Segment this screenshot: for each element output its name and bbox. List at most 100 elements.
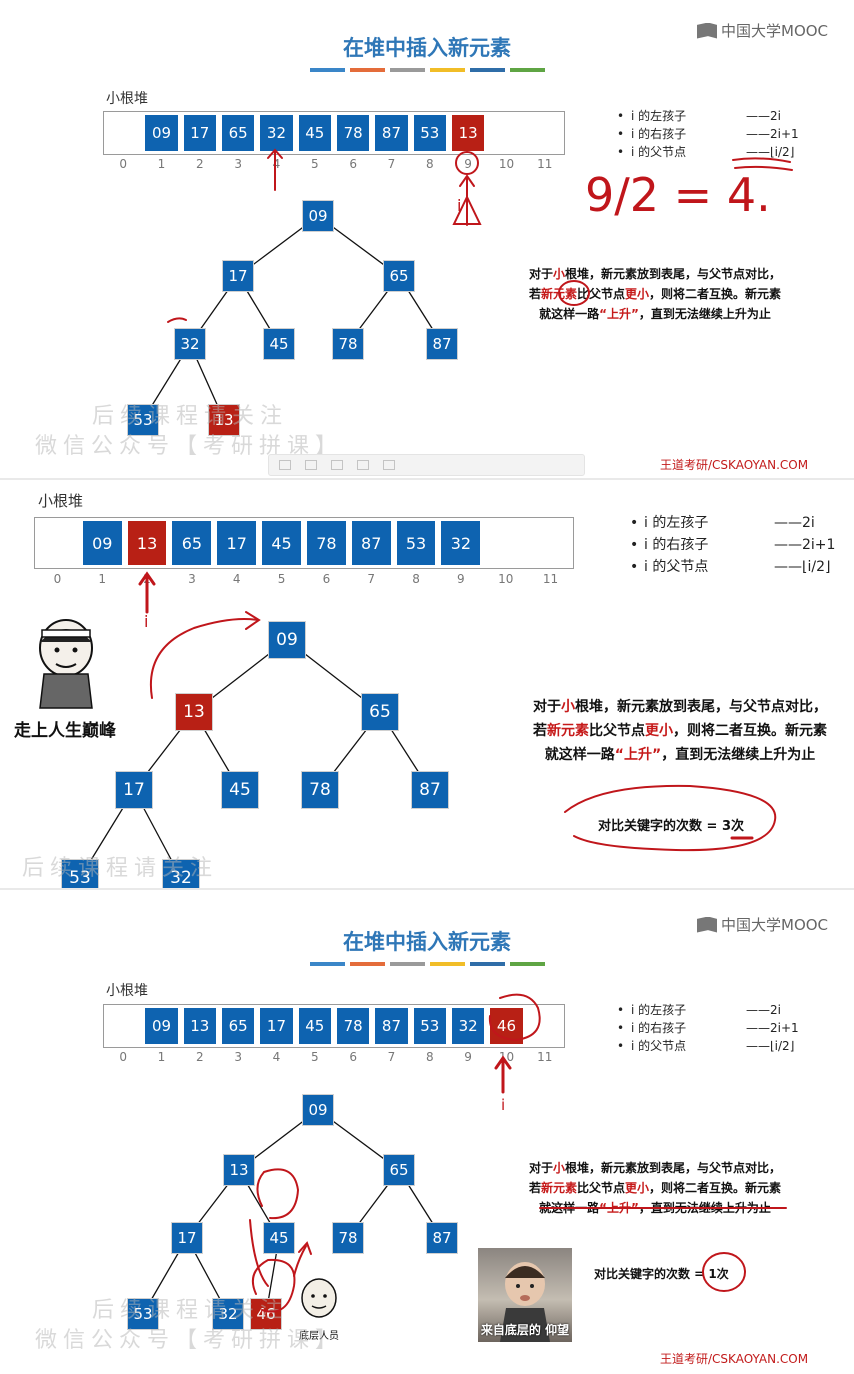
array-cell: 13 (451, 115, 485, 151)
rule-item: i 的左孩子——2i (617, 107, 799, 125)
explanation-fragment: 根堆，新元素放到表尾，与父节点对比， (565, 1161, 782, 1175)
tree-node: 45 (263, 1222, 295, 1254)
explanation-line: 就这样一路“上升”，直到无法继续上升为止 (510, 743, 850, 767)
explanation-fragment: 若 (533, 723, 547, 739)
array-index: 2 (195, 1050, 204, 1064)
rule-item: i 的父节点——⌊i/2⌋ (617, 143, 799, 161)
rule-label: i 的父节点 (644, 559, 709, 575)
explanation-line: 对于小根堆，新元素放到表尾，与父节点对比， (510, 695, 850, 719)
watermark-line-1: 后续课程请关注 (92, 1298, 289, 1323)
color-bar-segment (430, 962, 465, 966)
explanation-line: 就这样一路“上升”，直到无法继续上升为止 (505, 304, 805, 324)
highlighted-term: “上升” (599, 307, 639, 321)
tree-node: 32 (212, 1298, 244, 1330)
rule-label: i 的左孩子 (631, 109, 687, 123)
color-bar-segment (430, 68, 465, 72)
explanation-fragment: 若 (528, 1181, 541, 1195)
rule-item: i 的左孩子——2i (630, 512, 835, 534)
explanation-fragment: ，则将二者互换。新元素 (673, 723, 827, 739)
highlighted-term: “上升” (614, 747, 662, 763)
highlighted-term: 更小 (645, 723, 673, 739)
explanation-fragment: ，直到无法继续上升为止 (661, 747, 816, 763)
array-index: 2 (195, 157, 204, 171)
tree-node: 53 (127, 404, 159, 436)
slide-title: 在堆中插入新元素 (343, 930, 511, 954)
heap-label: 小根堆 (106, 91, 148, 107)
array-index: 8 (425, 157, 434, 171)
color-bar-segment (470, 68, 505, 72)
array-index: 6 (322, 572, 331, 586)
color-bar-segment (350, 68, 385, 72)
compare-count: 对比关键字的次数 = 1次 (594, 1267, 729, 1281)
array-cell: 17 (260, 1008, 293, 1044)
array-index: 0 (119, 1050, 127, 1064)
explanation-fragment: 对于 (533, 699, 561, 715)
tree-node: 45 (221, 771, 259, 809)
tree-node: 32 (162, 859, 200, 890)
rule-label: i 的左孩子 (631, 1003, 687, 1017)
toolbar-icon (357, 460, 369, 470)
highlighted-term: 小 (552, 1161, 565, 1175)
tree-node: 87 (411, 771, 449, 809)
array-index: 7 (367, 572, 376, 586)
array-index: 1 (157, 1050, 166, 1064)
array-cell: 78 (306, 521, 346, 565)
index-rules: i 的左孩子——2ii 的右孩子——2i+1i 的父节点——⌊i/2⌋ (630, 512, 835, 578)
array-index: 3 (234, 1050, 242, 1064)
rule-label: i 的右孩子 (644, 537, 709, 553)
array-cell: 45 (298, 115, 331, 151)
array-cell: 32 (260, 115, 293, 151)
explanation-fragment: 就这样一路 (544, 747, 615, 763)
sticker-face-icon (301, 1278, 337, 1318)
array-cell: 87 (351, 521, 391, 565)
color-bar-segment (310, 68, 345, 72)
mooc-logo-icon (697, 22, 717, 39)
explanation-text: 对于小根堆，新元素放到表尾，与父节点对比，若新元素比父节点更小，则将二者互换。新… (510, 695, 850, 767)
toolbar-icon (279, 460, 291, 470)
photo-caption: 来自底层的 仰望 (480, 1323, 570, 1337)
rule-item: i 的父节点——⌊i/2⌋ (617, 1037, 799, 1055)
rule-label: i 的右孩子 (631, 1021, 687, 1035)
color-bar-segment (390, 962, 425, 966)
array-index: 3 (188, 572, 196, 586)
mooc-logo-icon (697, 916, 717, 933)
rule-formula: ——⌊i/2⌋ (774, 559, 831, 575)
explanation-fragment: 比父节点 (576, 287, 625, 301)
rule-label: i 的右孩子 (631, 127, 687, 141)
array-cell: 65 (221, 115, 255, 151)
array-cell: 45 (262, 521, 301, 565)
highlighted-term: 新元素 (540, 1181, 577, 1195)
explanation-line: 对于小根堆，新元素放到表尾，与父节点对比， (505, 264, 805, 284)
tree-node: 13 (175, 693, 213, 731)
explanation-fragment: 若 (528, 287, 541, 301)
color-bar-segment (310, 962, 345, 966)
watermark-line-2: 微信公众号【考研拼课】 (35, 1328, 344, 1353)
array-index: 0 (119, 157, 127, 171)
array-cell: 87 (375, 1008, 408, 1044)
toolbar-icon (331, 460, 343, 470)
explanation-fragment: ，则将二者互换。新元素 (649, 1181, 782, 1195)
heap-label: 小根堆 (106, 983, 148, 999)
explanation-text: 对于小根堆，新元素放到表尾，与父节点对比，若新元素比父节点更小，则将二者互换。新… (505, 264, 805, 324)
tree-node: 17 (222, 260, 254, 292)
highlighted-term: 新元素 (547, 723, 589, 739)
array-cell: 32 (451, 1008, 485, 1044)
explanation-fragment: 就这样一路 (539, 307, 600, 321)
array-cell: 65 (221, 1008, 255, 1044)
array-index: 9 (464, 1050, 472, 1064)
array-index: 1 (98, 572, 107, 586)
rule-label: i 的父节点 (631, 145, 687, 159)
explanation-fragment: 比父节点 (576, 1181, 625, 1195)
array-cell: 13 (183, 1008, 216, 1044)
tree-node: 09 (268, 621, 306, 659)
tree-node: 17 (115, 771, 153, 809)
array-index: 5 (310, 157, 319, 171)
explanation-fragment: 对于 (528, 267, 553, 281)
highlighted-term: 小 (552, 267, 565, 281)
array-cell: 78 (336, 1008, 370, 1044)
tree-node: 53 (127, 1298, 159, 1330)
